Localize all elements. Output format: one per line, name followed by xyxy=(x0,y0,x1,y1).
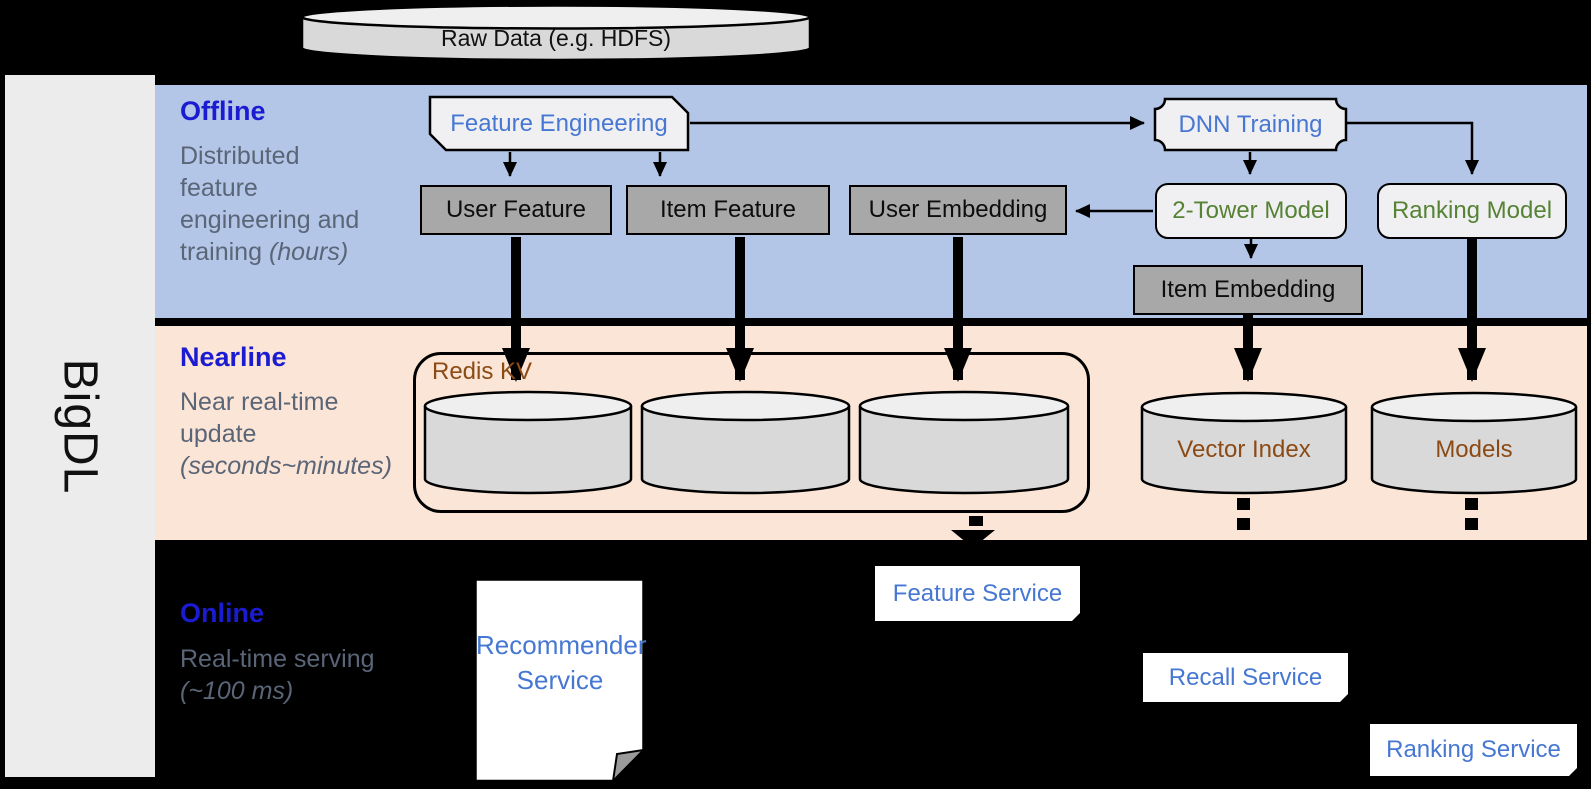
online-description-note: (~100 ms) xyxy=(180,677,294,705)
offline-title: Offline xyxy=(180,96,266,126)
models-node: Models xyxy=(1435,436,1513,463)
recommender-service-document-icon xyxy=(474,578,646,784)
ranking-service-node: Ranking Service xyxy=(1370,724,1579,779)
dnn-training-node: DNN Training xyxy=(1178,110,1323,138)
item-embedding-node: Item Embedding xyxy=(1133,265,1363,315)
recall-service-node: Recall Service xyxy=(1143,653,1350,705)
offline-description-text: Distributed feature engineering and trai… xyxy=(180,142,360,266)
dnn-training-shape xyxy=(1153,97,1348,152)
offline-description-note: (hours) xyxy=(268,238,349,266)
item-feature-node: Item Feature xyxy=(626,185,830,235)
kv-store-cylinder-1-icon xyxy=(423,390,633,495)
recommender-service-node: Recommender Service xyxy=(476,630,647,696)
two-tower-model-node: 2-Tower Model xyxy=(1155,183,1347,239)
bigdl-logo-text: BigDL xyxy=(53,358,107,494)
kv-store-cylinder-2-icon xyxy=(640,390,851,495)
nearline-description: Near real-time update (seconds~minutes) xyxy=(180,386,392,482)
online-description: Real-time serving (~100 ms) xyxy=(180,643,380,707)
online-description-text: Real-time serving xyxy=(180,645,375,673)
online-title: Online xyxy=(180,598,265,628)
bigdl-sidebar: BigDL xyxy=(5,75,155,777)
user-embedding-node: User Embedding xyxy=(849,185,1067,235)
feature-service-node: Feature Service xyxy=(875,566,1082,624)
nearline-title: Nearline xyxy=(180,342,287,372)
vector-index-node: Vector Index xyxy=(1177,436,1311,463)
raw-data-label: Raw Data (e.g. HDFS) xyxy=(440,24,672,51)
user-feature-node: User Feature xyxy=(420,185,612,235)
ranking-model-node: Ranking Model xyxy=(1377,183,1567,239)
redis-kv-label: Redis KV xyxy=(432,358,533,385)
kv-store-cylinder-3-icon xyxy=(858,390,1070,495)
feature-engineering-shape xyxy=(428,95,690,152)
offline-description: Distributed feature engineering and trai… xyxy=(180,140,380,268)
vector-index-cylinder-icon xyxy=(1140,391,1348,495)
nearline-description-text: Near real-time update xyxy=(180,388,339,448)
models-cylinder-icon xyxy=(1370,391,1578,495)
feature-engineering-node: Feature Engineering xyxy=(450,109,668,137)
nearline-description-note: (seconds~minutes) xyxy=(180,452,392,480)
